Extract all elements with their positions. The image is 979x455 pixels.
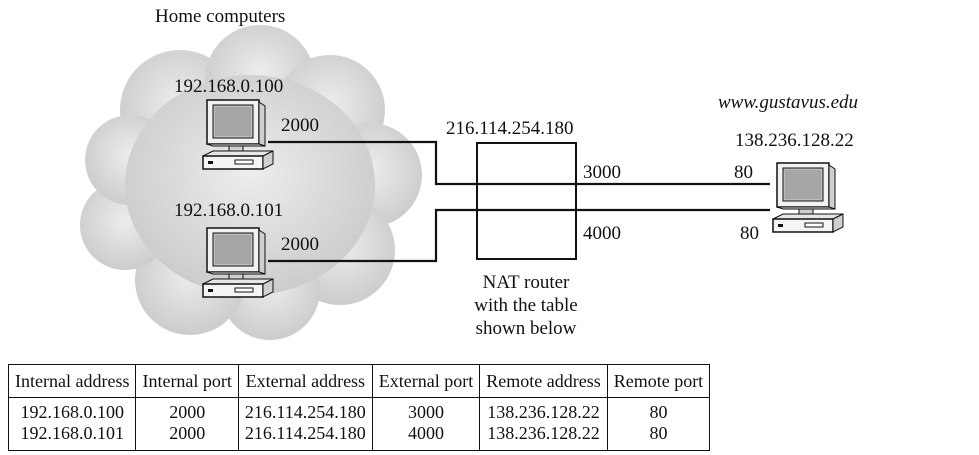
- cloud-label: Home computers: [155, 6, 285, 27]
- host-1-ip: 192.168.0.100: [174, 76, 283, 97]
- router-port-2: 4000: [583, 223, 621, 244]
- table-header-row: Internal address Internal port External …: [7, 364, 711, 398]
- cell-external-address: 216.114.254.180 216.114.254.180: [237, 397, 373, 451]
- host-2-ip: 192.168.0.101: [174, 200, 283, 221]
- col-internal-address: Internal address: [7, 364, 137, 398]
- router-caption-line-3: shown below: [476, 318, 577, 339]
- col-remote-port: Remote port: [606, 364, 711, 398]
- row-2-remote-port: 80: [649, 423, 668, 443]
- router-caption-line-1: NAT router: [483, 272, 570, 293]
- row-2-external-address: 216.114.254.180: [244, 423, 366, 443]
- table-row: 192.168.0.100 192.168.0.101 2000 2000 21…: [7, 397, 711, 451]
- nat-network-diagram: Home computers 192.168.0.100 2000 192.16…: [80, 6, 858, 340]
- row-1-internal-port: 2000: [169, 402, 206, 422]
- nat-translation-table: Internal address Internal port External …: [7, 364, 711, 451]
- row-2-external-port: 4000: [408, 423, 444, 443]
- cell-remote-port: 80 80: [606, 397, 711, 451]
- row-1-external-port: 3000: [408, 402, 444, 422]
- col-external-address: External address: [237, 364, 373, 398]
- router-external-ip: 216.114.254.180: [446, 118, 574, 139]
- row-1-internal-address: 192.168.0.100: [20, 402, 124, 422]
- cell-external-port: 3000 4000: [371, 397, 481, 451]
- remote-hostname: www.gustavus.edu: [718, 92, 858, 113]
- router-caption-line-2: with the table: [474, 295, 577, 316]
- remote-server-computer-icon: [772, 162, 844, 233]
- row-2-internal-port: 2000: [169, 423, 206, 443]
- col-internal-port: Internal port: [135, 364, 239, 398]
- row-1-external-address: 216.114.254.180: [244, 402, 366, 422]
- remote-port-2: 80: [740, 223, 759, 244]
- host-1-port: 2000: [281, 115, 319, 136]
- host-2-computer-icon: [202, 227, 274, 298]
- row-2-internal-address: 192.168.0.101: [20, 423, 124, 443]
- connection-line-host-1: [268, 140, 770, 186]
- remote-ip: 138.236.128.22: [735, 130, 854, 151]
- home-network-cloud: [80, 25, 422, 340]
- router-port-1: 3000: [583, 162, 621, 183]
- col-external-port: External port: [371, 364, 481, 398]
- remote-port-1: 80: [734, 162, 753, 183]
- cell-internal-port: 2000 2000: [135, 397, 239, 451]
- connection-line-host-2: [268, 208, 770, 263]
- row-2-remote-address: 138.236.128.22: [487, 423, 600, 443]
- cell-remote-address: 138.236.128.22 138.236.128.22: [479, 397, 608, 451]
- cell-internal-address: 192.168.0.100 192.168.0.101: [7, 397, 137, 451]
- host-2-port: 2000: [281, 234, 319, 255]
- row-1-remote-port: 80: [649, 402, 668, 422]
- row-1-remote-address: 138.236.128.22: [487, 402, 600, 422]
- col-remote-address: Remote address: [479, 364, 608, 398]
- host-1-computer-icon: [202, 99, 274, 170]
- nat-router-box: [476, 142, 577, 260]
